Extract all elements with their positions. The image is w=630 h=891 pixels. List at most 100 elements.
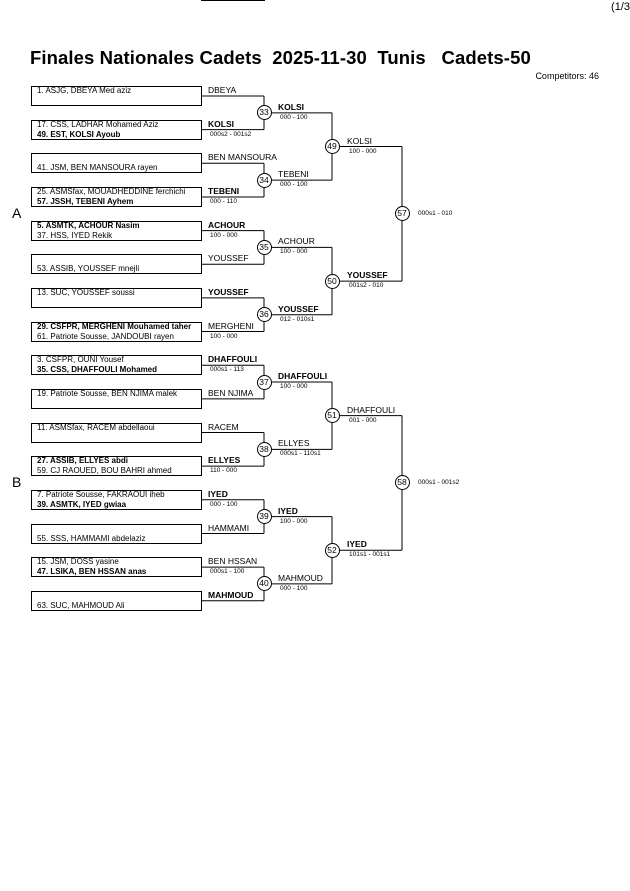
entry-name: 59. CJ RAOUED, BOU BAHRI ahmed <box>37 466 172 476</box>
round1-name: BEN HSSAN <box>208 556 258 567</box>
entry-name: 25. ASMSfax, MOUADHEDDINE ferchichi <box>37 186 186 196</box>
entry-box <box>31 590 202 611</box>
match-node: 39 <box>256 509 272 525</box>
round1-name: IYED <box>208 488 228 499</box>
entry-name: 61. Patriote Sousse, JANDOUBI rayen <box>37 331 174 341</box>
round1-score: 000s1 - 100 <box>210 568 245 576</box>
match-node: 58 <box>394 475 410 491</box>
match-node: 34 <box>256 172 272 188</box>
entry-name: 11. ASMSfax, RACEM abdellaoui <box>37 422 155 432</box>
round2-name: MAHMOUD <box>278 572 323 583</box>
competitors-label: Competitors: <box>535 71 587 81</box>
round2-score: 100 - 000 <box>280 383 308 390</box>
entry-name: 49. EST, KOLSI Ayoub <box>37 129 121 139</box>
entry-name: 17. CSS, LADHAR Mohamed Aziz <box>37 119 159 129</box>
entry-name: 1. ASJG, DBEYA Med aziz <box>37 86 132 95</box>
match-node: 52 <box>324 542 340 558</box>
round3-name: KOLSI <box>347 135 373 146</box>
entry-box <box>31 422 202 443</box>
page-number: (1/3 <box>611 1 630 13</box>
competitors-count: Competitors: 46 <box>535 71 599 81</box>
entry-name <box>37 433 202 443</box>
round2-score: 000s1 - 110s1 <box>280 450 321 458</box>
entry-name: 3. CSFPR, OUNI Yousef <box>37 355 124 365</box>
match-node: 50 <box>324 273 340 289</box>
match-node: 35 <box>256 239 272 255</box>
competitors-value: 46 <box>588 71 599 81</box>
round1-name: YOUSSEF <box>208 253 249 264</box>
entry-box <box>31 523 202 544</box>
match-node: 51 <box>324 408 340 424</box>
round2-name: TEBENI <box>278 169 309 180</box>
entry-name: 55. SSS, HAMMAMI abdelaziz <box>37 533 146 543</box>
entry-name: 53. ASSIB, YOUSSEF mnejli <box>37 264 140 274</box>
group-label-b: B <box>12 474 22 490</box>
round2-name: YOUSSEF <box>278 303 319 314</box>
round3-score: 001 - 000 <box>349 416 377 424</box>
entry-name <box>37 298 202 308</box>
entry-name: 29. CSFPR, MERGHENI Mouhamed taher <box>37 321 192 331</box>
round1-name: ACHOUR <box>208 219 246 230</box>
round2-name: ACHOUR <box>278 236 315 247</box>
entry-name <box>37 399 202 409</box>
round1-score: 000s1 - 113 <box>210 366 244 374</box>
entry-name: 41. JSM, BEN MANSOURA rayen <box>37 163 158 173</box>
round2-name: DHAFFOULI <box>278 371 328 381</box>
entry-name <box>37 591 202 601</box>
round3-score: 100 - 000 <box>349 147 377 155</box>
round2-score: 000 - 100 <box>280 113 308 121</box>
match-node: 36 <box>256 307 272 323</box>
round1-score: 100 - 000 <box>210 231 238 239</box>
round2-score: 000 - 100 <box>280 584 308 592</box>
entry-box <box>31 153 202 174</box>
match-node: 40 <box>256 576 272 592</box>
entry-box <box>31 186 202 207</box>
entry-name <box>37 254 202 264</box>
entry-box <box>31 355 202 376</box>
round1-name: HAMMAMI <box>208 522 250 533</box>
round1-score: 100 - 000 <box>210 332 238 340</box>
entry-name: 19. Patriote Sousse, BEN NJIMA malek <box>37 388 178 398</box>
page-title: Finales Nationales Cadets 2025-11-30 Tun… <box>30 47 531 68</box>
round2-name: ELLYES <box>278 438 310 449</box>
round3-score: 101s1 - 001s1 <box>349 551 391 559</box>
entry-box <box>31 220 202 241</box>
round3-score: 001s2 - 010 <box>349 282 384 290</box>
round1-name: KOLSI <box>208 118 234 129</box>
round1-name: MERGHENI <box>208 320 254 331</box>
round2-score: 100 - 000 <box>280 248 308 256</box>
round2-name: KOLSI <box>278 101 304 112</box>
round4-score: 000s1 - 001s2 <box>418 479 460 486</box>
round1-name: BEN MANSOURA <box>208 152 277 163</box>
entry-box <box>31 86 202 106</box>
entry-name: 35. CSS, DHAFFOULI Mohamed <box>37 365 158 375</box>
entry-name <box>37 524 202 534</box>
match-node: 49 <box>324 138 340 154</box>
round1-name: DBEYA <box>208 85 237 95</box>
entry-name: 47. LSIKA, BEN HSSAN anas <box>37 567 147 577</box>
match-node: 33 <box>256 105 272 121</box>
entry-name: 5. ASMTK, ACHOUR Nasim <box>37 220 140 230</box>
entry-box <box>31 321 202 342</box>
round2-score: 100 - 000 <box>280 517 308 525</box>
entry-box <box>31 557 202 578</box>
round2-score: 012 - 010s1 <box>280 315 315 323</box>
round1-name: ELLYES <box>208 455 241 466</box>
entry-box <box>31 254 202 275</box>
entry-name: 7. Patriote Sousse, FAKRAOUI iheb <box>37 489 165 499</box>
entry-name: 15. JSM, DOSS yasine <box>37 557 119 567</box>
entry-name: 63. SUC, MAHMOUD Ali <box>37 600 125 610</box>
entry-name <box>37 153 202 163</box>
round3-name: IYED <box>347 539 367 550</box>
round2-name: IYED <box>278 505 298 516</box>
entry-name: 37. HSS, IYED Rekik <box>37 230 113 240</box>
round1-name: TEBENI <box>208 185 240 196</box>
entry-name: 27. ASSIB, ELLYES abdi <box>37 456 128 466</box>
round1-score: 110 - 000 <box>210 467 237 475</box>
round3-name: YOUSSEF <box>347 270 388 281</box>
entry-box <box>31 388 202 409</box>
entry-name <box>37 96 202 106</box>
round1-name: MAHMOUD <box>208 589 254 600</box>
